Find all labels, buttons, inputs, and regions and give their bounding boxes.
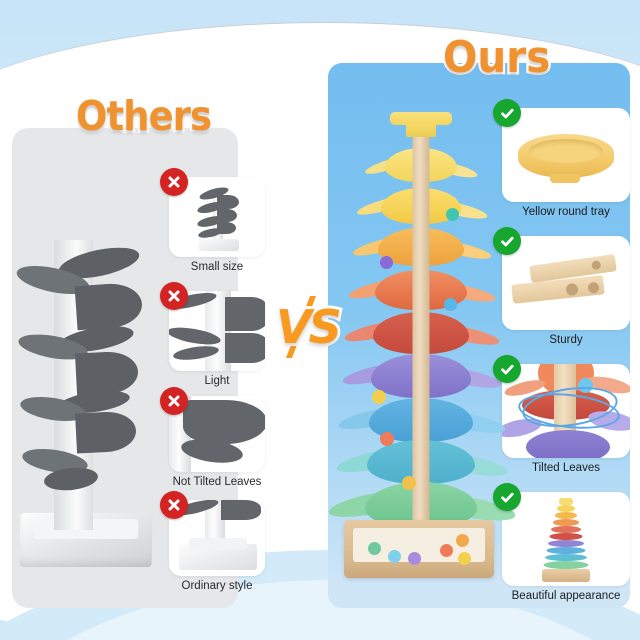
mini-leaf bbox=[221, 500, 261, 520]
mini-tower-tier bbox=[555, 512, 577, 519]
others-hero-image bbox=[14, 232, 169, 567]
tower-center-stick bbox=[554, 364, 576, 442]
mini-tower-tier bbox=[559, 498, 573, 505]
ours-feature-card-tilted-leaves[interactable]: Tilted Leaves bbox=[493, 355, 630, 474]
mini-base-top bbox=[189, 538, 247, 550]
mini-tower-tier bbox=[551, 526, 581, 533]
mini-base bbox=[199, 239, 239, 251]
ours-feature-label: Sturdy bbox=[549, 334, 583, 346]
mini-tower-tier bbox=[549, 533, 583, 540]
card-image bbox=[502, 236, 630, 330]
cross-icon bbox=[160, 387, 188, 415]
ours-feature-card-beautiful-appearance[interactable]: Beautiful appearance bbox=[493, 483, 630, 602]
others-title: Others bbox=[74, 92, 214, 140]
cross-icon bbox=[160, 491, 188, 519]
card-image bbox=[502, 492, 630, 586]
check-icon bbox=[493, 483, 521, 511]
card-image bbox=[502, 108, 630, 202]
others-feature-card-light[interactable]: Light bbox=[160, 282, 265, 387]
tower-ball bbox=[372, 390, 386, 404]
others-feature-label: Not Tilted Leaves bbox=[172, 476, 262, 488]
tower-top-neck bbox=[406, 124, 436, 137]
others-feature-label: Small size bbox=[190, 261, 244, 273]
tray-ball bbox=[368, 542, 381, 555]
ours-title: Ours bbox=[441, 32, 553, 83]
ours-feature-card-sturdy[interactable]: Sturdy bbox=[493, 227, 630, 346]
others-feature-card-not-tilted-leaves[interactable]: Not Tilted Leaves bbox=[160, 387, 265, 488]
others-leaf bbox=[74, 350, 140, 396]
card-image bbox=[169, 177, 265, 257]
tower-bowl bbox=[526, 430, 610, 458]
mini-leaf bbox=[225, 333, 265, 363]
yellow-tray-art bbox=[518, 134, 614, 178]
mini-tower-tier bbox=[545, 554, 587, 561]
mini-tower-tier bbox=[548, 540, 584, 547]
tray-ball bbox=[408, 552, 421, 565]
tower-wooden-tray bbox=[344, 520, 494, 578]
others-leaf bbox=[74, 410, 138, 454]
wooden-stick-art bbox=[511, 275, 605, 304]
tower-center-stick bbox=[412, 132, 430, 540]
others-feature-label: Ordinary style bbox=[181, 580, 253, 592]
card-image bbox=[169, 500, 265, 576]
others-feature-label: Light bbox=[204, 375, 230, 387]
tower-ball bbox=[380, 432, 394, 446]
check-icon bbox=[493, 99, 521, 127]
tray-ball bbox=[456, 534, 469, 547]
mini-tower-tier bbox=[546, 547, 586, 554]
vs-badge: VS bbox=[273, 297, 345, 357]
tray-ball bbox=[458, 552, 471, 565]
mini-tray bbox=[542, 569, 590, 582]
tower-ball bbox=[380, 256, 393, 269]
tower-ball bbox=[446, 208, 459, 221]
cross-icon bbox=[160, 168, 188, 196]
tower-ball bbox=[444, 298, 457, 311]
tray-ball bbox=[388, 550, 401, 563]
tower-ball bbox=[578, 378, 593, 393]
yellow-tray-foot bbox=[550, 174, 580, 183]
ours-feature-label: Beautiful appearance bbox=[511, 590, 621, 602]
card-image bbox=[169, 291, 265, 371]
check-icon bbox=[493, 355, 521, 383]
tower-ball bbox=[402, 476, 416, 490]
others-feature-card-ordinary-style[interactable]: Ordinary style bbox=[160, 491, 265, 592]
check-icon bbox=[493, 227, 521, 255]
mini-leaf bbox=[225, 297, 265, 331]
tower-top-cap bbox=[390, 112, 452, 125]
mini-post bbox=[205, 500, 225, 550]
ours-feature-card-yellow-round-tray[interactable]: Yellow round tray bbox=[493, 99, 630, 218]
card-image bbox=[169, 396, 265, 472]
mini-tower-tier bbox=[557, 505, 575, 512]
ours-hero-image bbox=[326, 108, 518, 578]
card-image bbox=[502, 364, 630, 458]
mini-leaf bbox=[183, 400, 265, 444]
mini-tower-tier bbox=[543, 561, 589, 569]
mini-tower-tier bbox=[553, 519, 579, 526]
ours-feature-label: Yellow round tray bbox=[522, 206, 610, 218]
others-feature-card-small-size[interactable]: Small size bbox=[160, 168, 265, 273]
tray-ball bbox=[440, 544, 453, 557]
cross-icon bbox=[160, 282, 188, 310]
others-leaf bbox=[74, 281, 144, 331]
ours-feature-label: Tilted Leaves bbox=[532, 462, 600, 474]
